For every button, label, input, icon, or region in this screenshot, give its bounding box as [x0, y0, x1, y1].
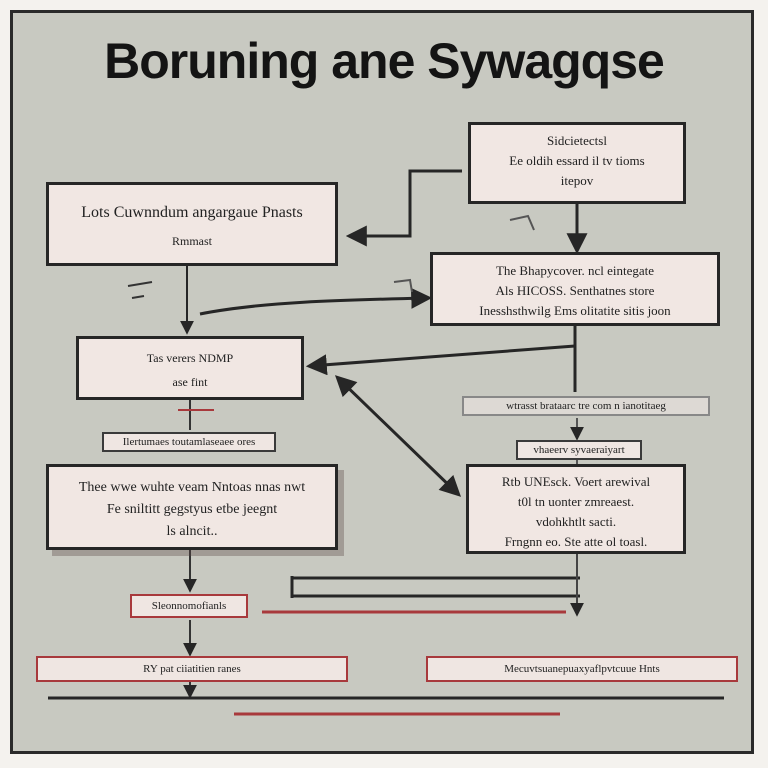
box-line: Frngnn eo. Ste atte ol toasl. [504, 534, 648, 549]
process-box-left-top: Lots Cuwnndum angargaue Pnasts Rmmast [46, 182, 338, 266]
box-line: itepov [560, 173, 594, 188]
box-line: vdohkhtlt sacti. [535, 514, 617, 529]
box-line: ls alncit.. [166, 524, 218, 539]
connector-middle-right-to-left [199, 287, 433, 316]
label-tag-right-mid: wtrasst brataarc tre com n ianotitaeg [462, 396, 710, 416]
label-tag-bottom-right: Mecuvtsuanepuaxyaflpvtcuue Hnts [426, 656, 738, 682]
box-line: t0l tn uonter zmreaest. [517, 494, 635, 509]
scribble-mark-2 [509, 214, 535, 231]
box-line: Sidcietectsl [547, 133, 607, 148]
diagram-title: Boruning ane Sywagqse [104, 33, 665, 89]
connector-right-to-middle-left [305, 344, 576, 376]
box-line: Ee oldih essard il tv tioms [509, 153, 645, 168]
box-line: Fe sniltitt gegstyus etbe jeegnt [106, 502, 278, 517]
connector-diagonal [334, 375, 462, 497]
box-line: The Bhapycover. ncl eintegate [495, 263, 655, 278]
box-line: Als HICOSS. Senthatnes store [495, 283, 655, 298]
label-tag-left-small: Sleonnomofianls [130, 594, 248, 618]
process-box-top-right: Sidcietectsl Ee oldih essard il tv tioms… [468, 122, 686, 204]
scribble-mark-3 [393, 278, 413, 293]
box-line: Lots Cuwnndum angargaue Pnasts [81, 204, 303, 221]
box-line: Inesshsthwilg Ems olitatite sitis joon [479, 303, 671, 318]
box-line: Thee wwe wuhte veam Nntoas nnas nwt [78, 480, 306, 495]
box-line: Rtb UNEsck. Voert arewival [501, 474, 651, 489]
process-box-lower-right: Rtb UNEsck. Voert arewival t0l tn uonter… [466, 464, 686, 554]
box-line: Rmmast [171, 234, 212, 248]
scribble-mark-1 [127, 281, 153, 299]
label-tag-right-small: vhaeerv syvaeraiyart [516, 440, 642, 460]
label-tag-bottom-left: RY pat ciiatitien ranes [36, 656, 348, 682]
process-box-middle-left: Tas verers NDMP ase fint [76, 336, 304, 400]
box-line: Tas verers NDMP [146, 351, 234, 365]
connector-elbow-to-left-top [345, 169, 462, 247]
label-tag-left-mid: Ilertumaes toutamlaseaee ores [102, 432, 276, 452]
process-box-lower-left: Thee wwe wuhte veam Nntoas nnas nwt Fe s… [46, 464, 338, 550]
box-line: ase fint [172, 375, 208, 389]
process-box-middle-right: The Bhapycover. ncl eintegate Als HICOSS… [430, 252, 720, 326]
